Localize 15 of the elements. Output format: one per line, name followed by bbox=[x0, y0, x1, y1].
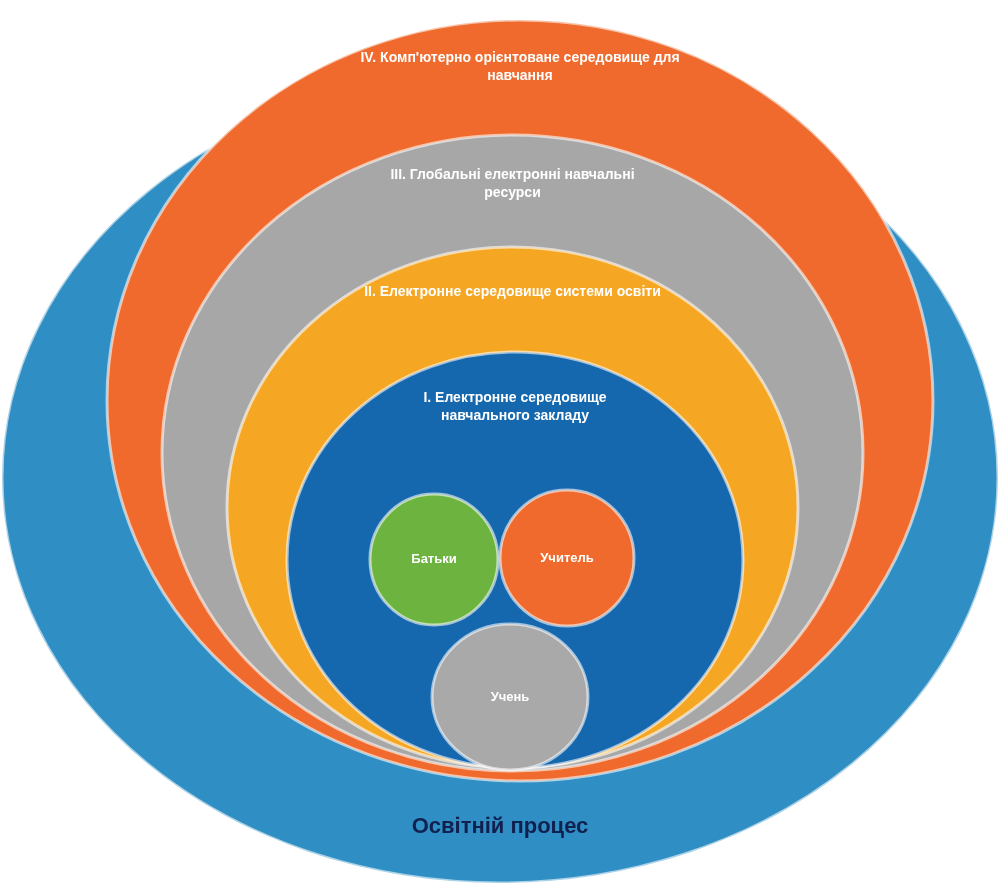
ellipse-region bbox=[225, 245, 800, 770]
node-label: Батьки bbox=[410, 551, 458, 568]
node-label: Учень bbox=[489, 688, 531, 706]
region-title: Освітній процес bbox=[410, 812, 590, 840]
circle-node bbox=[498, 488, 636, 628]
circle-node bbox=[430, 622, 590, 772]
region-title: III. Глобальні електронні навчальні ресурси bbox=[389, 165, 636, 202]
region-title: II. Електронне середовище системи освіти bbox=[363, 282, 662, 301]
ellipse-region bbox=[160, 133, 865, 773]
circle-node bbox=[368, 492, 500, 627]
node-label: Учитель bbox=[539, 549, 595, 567]
ellipse-region bbox=[285, 350, 745, 770]
region-title: I. Електронне середовище навчального закладу bbox=[422, 388, 608, 425]
region-title: IV. Комп'ютерно орієнтоване середовище для навчання bbox=[359, 48, 681, 85]
ellipse-region bbox=[105, 18, 935, 783]
